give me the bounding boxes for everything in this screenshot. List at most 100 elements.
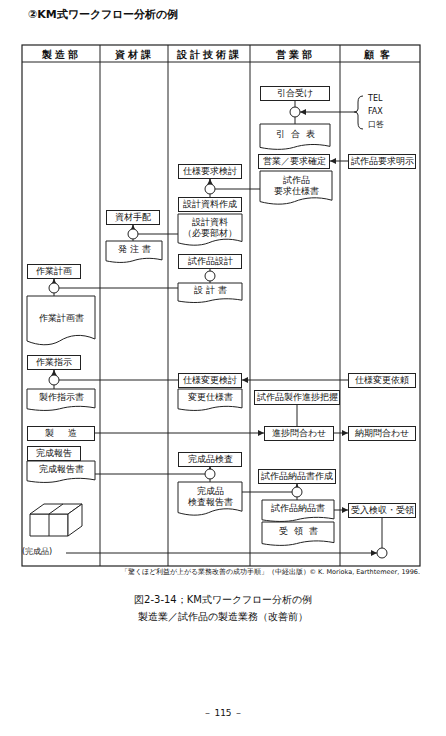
flow-connector bbox=[54, 370, 55, 389]
receive-circle bbox=[205, 469, 215, 479]
document-outline bbox=[260, 124, 330, 149]
product-label: (完成品) bbox=[22, 547, 52, 557]
caption-subtitle: 製造業／試作品の製造業務（改善前） bbox=[0, 611, 446, 623]
process-box: 仕様変更依頼 bbox=[348, 373, 416, 388]
document-outline bbox=[106, 241, 162, 262]
node-text: 試作品要求明示 bbox=[351, 156, 414, 167]
receive-circle bbox=[205, 271, 215, 281]
flow-connector bbox=[95, 467, 210, 474]
flow-connector bbox=[210, 467, 211, 482]
node-text: 完成報告 bbox=[36, 448, 72, 459]
process-box: 試作品設計 bbox=[178, 254, 242, 269]
process-box: 納期問合わせ bbox=[348, 426, 416, 441]
node-text: 作業計画書 bbox=[39, 313, 84, 324]
node-text: 設計書 bbox=[191, 285, 230, 296]
process-box: 設計資料作成 bbox=[178, 197, 242, 212]
source-credit: 「驚くほど利益が上がる業務改善の成功手順」（中経出版）© K. Morioka,… bbox=[20, 569, 420, 577]
input-arrow bbox=[300, 112, 354, 113]
node-text: 設計資料作成 bbox=[183, 199, 237, 210]
process-box: 作業計画 bbox=[27, 264, 81, 279]
flow-connector bbox=[133, 225, 178, 234]
document-outline bbox=[260, 171, 332, 204]
flow-connector bbox=[54, 279, 178, 288]
process-box: 仕様変更検討 bbox=[178, 373, 242, 388]
header-rule bbox=[22, 62, 420, 63]
flow-connector bbox=[210, 179, 260, 189]
column-rule bbox=[168, 45, 169, 566]
node-text: 仕様変更依頼 bbox=[355, 375, 409, 386]
receive-circle bbox=[49, 375, 59, 385]
node-text: 作業計画 bbox=[36, 266, 72, 277]
node-text: 試作品設計 bbox=[188, 256, 233, 267]
brace bbox=[354, 96, 363, 129]
flow-connector bbox=[334, 510, 348, 511]
flow-connector bbox=[295, 101, 296, 124]
receive-circle bbox=[205, 184, 215, 194]
receive-circle bbox=[377, 548, 387, 558]
node-text: 引合受け bbox=[277, 88, 313, 99]
column-rule bbox=[250, 45, 251, 566]
process-box: 営業／要求確定 bbox=[258, 154, 330, 169]
channel-label: TEL bbox=[368, 94, 382, 104]
flow-connector bbox=[54, 370, 178, 380]
flow-connector bbox=[54, 279, 55, 296]
document-outline bbox=[178, 283, 242, 303]
node-text: 資材手配 bbox=[115, 212, 151, 223]
flow-connector bbox=[297, 405, 298, 426]
column-header: 営業部 bbox=[250, 49, 340, 60]
process-box: 受入検収・受領 bbox=[348, 503, 416, 518]
process-box: 完成品検査 bbox=[178, 452, 242, 467]
node-text: 仕様変更検討 bbox=[183, 375, 237, 386]
node-text: 完成品 検査報告書 bbox=[181, 486, 239, 509]
process-box: 試作品製作進捗把握 bbox=[254, 390, 340, 405]
process-box: 作業指示 bbox=[27, 355, 81, 370]
document-shape: 完成報告書 bbox=[27, 461, 95, 483]
node-text: 進捗問合わせ bbox=[272, 428, 326, 439]
flow-connector bbox=[210, 179, 211, 197]
process-box: 試作品要求明示 bbox=[348, 154, 416, 169]
table-frame bbox=[22, 45, 420, 566]
package-strap bbox=[49, 504, 63, 536]
column-rule bbox=[340, 45, 341, 566]
flow-connector bbox=[242, 484, 297, 492]
process-box: 資材手配 bbox=[106, 210, 160, 225]
document-outline bbox=[262, 500, 334, 521]
node-text: 納期問合わせ bbox=[355, 428, 409, 439]
document-shape: 変更仕様書 bbox=[178, 389, 242, 411]
column-header: 製造部 bbox=[22, 49, 100, 60]
receive-circle bbox=[128, 229, 138, 239]
process-box: 引合受け bbox=[260, 86, 330, 101]
process-box: 仕様要求検討 bbox=[178, 164, 242, 179]
process-box: 製造 bbox=[27, 426, 95, 441]
node-text: 変更仕様書 bbox=[188, 392, 233, 403]
document-shape: 設計書 bbox=[178, 283, 242, 303]
node-text: 試作品 要求仕様書 bbox=[263, 175, 329, 198]
document-shape: 引合表 bbox=[260, 124, 330, 150]
document-shape: 製作指示書 bbox=[27, 389, 95, 411]
page-number: － 115 － bbox=[0, 708, 446, 719]
node-text: 試作品納品書 bbox=[271, 503, 325, 514]
flow-connector bbox=[242, 380, 348, 381]
node-text: 引合表 bbox=[270, 129, 321, 140]
document-shape: 作業計画書 bbox=[27, 296, 95, 346]
document-outline bbox=[178, 482, 242, 515]
document-outline bbox=[27, 389, 95, 410]
node-text: 受領書 bbox=[273, 526, 324, 537]
node-text: 受入検収・受領 bbox=[351, 505, 414, 516]
node-text: 製造 bbox=[31, 428, 91, 439]
flow-line bbox=[382, 518, 383, 548]
document-outline bbox=[27, 296, 95, 345]
flow-connector bbox=[334, 433, 348, 434]
receive-circle bbox=[292, 487, 302, 497]
process-box: 完成報告 bbox=[27, 446, 81, 461]
column-rule bbox=[100, 45, 101, 566]
flow-connector bbox=[297, 484, 298, 500]
node-text: 試作品製作進捗把握 bbox=[257, 392, 338, 403]
flow-connector bbox=[330, 161, 348, 162]
column-header: 資材課 bbox=[100, 49, 168, 60]
document-shape: 完成品 検査報告書 bbox=[178, 482, 242, 516]
channel-label: FAX bbox=[368, 107, 383, 117]
flow-connector bbox=[133, 225, 134, 241]
receive-circle bbox=[49, 283, 59, 293]
